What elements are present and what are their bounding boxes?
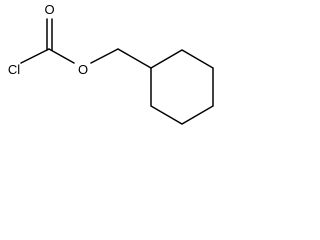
chlorine-carbon-bond — [20, 48, 50, 64]
carbonyl-oxygen-label: O — [44, 2, 54, 17]
cyclohexane-ring — [150, 49, 214, 125]
chlorine-label: Cl — [8, 62, 20, 77]
oxygen-methylene-bond — [90, 48, 119, 64]
carbon-ester-oxygen-bond — [48, 48, 75, 64]
chemical-structure: O Cl O — [8, 2, 214, 125]
ester-oxygen-label: O — [78, 62, 88, 77]
methylene-ring-bond — [117, 48, 152, 69]
